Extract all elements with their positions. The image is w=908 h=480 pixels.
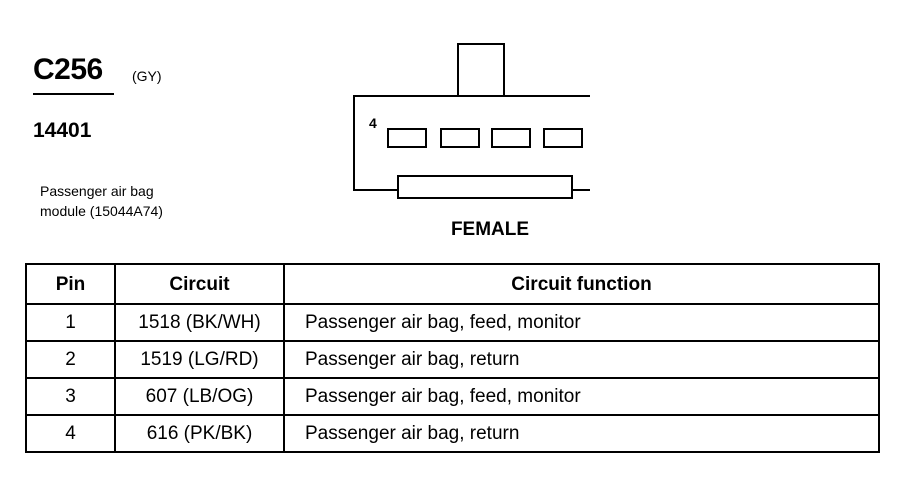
pin-cell: 1 bbox=[25, 303, 116, 342]
header-pin: Pin bbox=[25, 263, 116, 305]
connector-gender-label: FEMALE bbox=[450, 219, 530, 240]
table-row: 4 616 (PK/BK) Passenger air bag, return bbox=[25, 414, 880, 453]
connector-id-underline bbox=[33, 93, 114, 95]
pin-cell: 3 bbox=[25, 377, 116, 416]
connector-face-diagram: 4 1 bbox=[353, 43, 590, 199]
header-circuit: Circuit bbox=[114, 263, 285, 305]
component-description-line: module (15044A74) bbox=[40, 203, 163, 219]
pin-cavity bbox=[387, 128, 427, 148]
pin-table: Pin Circuit Circuit function 1 1518 (BK/… bbox=[25, 263, 880, 453]
pin-cell: 4 bbox=[25, 414, 116, 453]
table-row: 3 607 (LB/OG) Passenger air bag, feed, m… bbox=[25, 377, 880, 416]
connector-locking-tab bbox=[457, 43, 505, 97]
header-circuit-function: Circuit function bbox=[283, 263, 880, 305]
part-number: 14401 bbox=[33, 119, 92, 142]
connector-id: C256 bbox=[33, 53, 103, 86]
connector-color-code: (GY) bbox=[132, 68, 162, 84]
function-cell: Passenger air bag, feed, monitor bbox=[283, 303, 880, 342]
table-row: 1 1518 (BK/WH) Passenger air bag, feed, … bbox=[25, 303, 880, 342]
component-description-line: Passenger air bag bbox=[40, 183, 154, 199]
table-row: 2 1519 (LG/RD) Passenger air bag, return bbox=[25, 340, 880, 379]
pin-cell: 2 bbox=[25, 340, 116, 379]
pin-number-left: 4 bbox=[369, 115, 377, 131]
function-cell: Passenger air bag, return bbox=[283, 340, 880, 379]
function-cell: Passenger air bag, feed, monitor bbox=[283, 377, 880, 416]
circuit-cell: 1518 (BK/WH) bbox=[114, 303, 285, 342]
circuit-cell: 616 (PK/BK) bbox=[114, 414, 285, 453]
circuit-cell: 607 (LB/OG) bbox=[114, 377, 285, 416]
pin-cavity bbox=[543, 128, 583, 148]
function-cell: Passenger air bag, return bbox=[283, 414, 880, 453]
pin-cavity bbox=[491, 128, 531, 148]
table-header-row: Pin Circuit Circuit function bbox=[25, 263, 880, 305]
component-description: Passenger air bag module (15044A74) bbox=[40, 181, 240, 221]
circuit-cell: 1519 (LG/RD) bbox=[114, 340, 285, 379]
connector-bottom-key bbox=[397, 175, 573, 199]
pin-cavity bbox=[440, 128, 480, 148]
